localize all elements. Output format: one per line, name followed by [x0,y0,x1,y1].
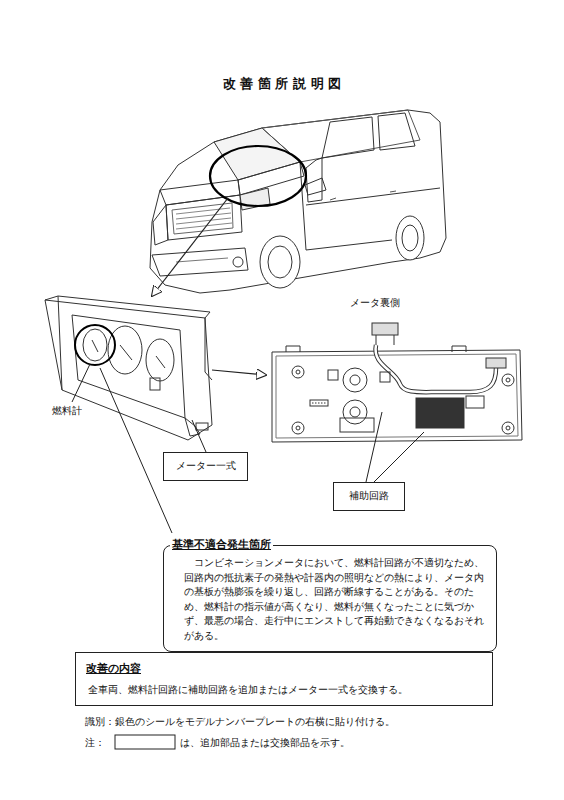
note-text: 注： [85,736,105,749]
title: 改 善 箇 所 説 明 図 [0,76,564,93]
box-label: 補助回路 [338,489,400,504]
meter-back-view [272,323,522,442]
remedy-box: 改善の内容全車両、燃料計回路に補助回路を追加またはメーター一式を交換する。 [75,652,493,706]
note-text: 識別：銀色のシールをモデルナンバープレートの右横に貼り付ける。 [85,715,395,728]
note-text: は、追加部品または交換部品を示す。 [180,736,350,749]
view-label: メータ裏側 [350,296,400,309]
leader-line [374,432,424,482]
meter-cluster [45,296,212,440]
box-body: コンビネーションメータにおいて、燃料計回路が不適切なため、回路内の抵抗素子の発熱… [176,556,486,643]
van-illustration [150,110,446,293]
part-label: 燃料計 [52,404,82,417]
leader-line [192,420,206,452]
part-box: メーター一式 [163,452,248,481]
fuel-gauge-circle [75,325,115,365]
box-heading: 改善の内容 [86,661,141,677]
box-body: 全車両、燃料計回路に補助回路を追加またはメーター一式を交換する。 [86,683,482,698]
highlight-circle [210,146,306,206]
box-heading: 基準不適合発生箇所 [170,537,273,553]
leader-line [366,412,382,482]
leader-line [72,364,90,402]
note-box-sample [115,735,175,749]
defect-box: 基準不適合発生箇所コンビネーションメータにおいて、燃料計回路が不適切なため、回路… [163,545,497,652]
pointer-arrow [152,198,228,296]
part-box: 補助回路 [333,482,405,511]
leader-line [100,368,172,533]
box-label: メーター一式 [168,459,243,474]
pointer-arrow [212,370,266,375]
